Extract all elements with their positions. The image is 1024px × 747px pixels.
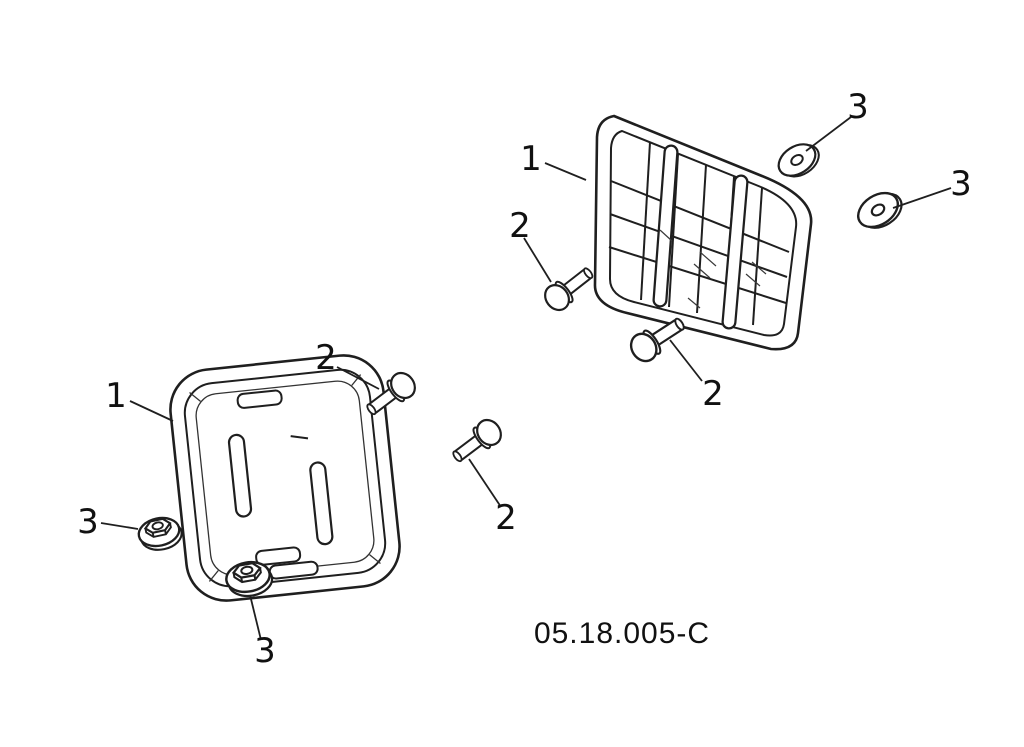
plate-tab-bottom: [255, 546, 302, 566]
grille-ribs: [652, 144, 749, 330]
leader-bolt-upper: [523, 237, 552, 283]
leader-lines: [100, 116, 952, 641]
plate-tab-top: [236, 389, 283, 409]
leader-back-plate: [129, 400, 174, 422]
carriage-bolt-back-lower: [446, 414, 507, 470]
carriage-bolt-upper: [539, 259, 600, 316]
leader-grille-plate: [544, 162, 587, 181]
callout-nut-bottom: 3: [254, 631, 276, 671]
callout-washer-top: 3: [847, 87, 869, 127]
callout-nut-left: 3: [77, 502, 99, 542]
callout-grille-plate: 1: [520, 139, 542, 179]
callout-bolt-back-lower: 2: [495, 498, 517, 538]
callout-bolt-grille-lower: 2: [702, 374, 724, 414]
back-weight-plate-drawing: [169, 354, 401, 602]
leader-nut-left: [100, 522, 139, 530]
callout-back-plate: 1: [105, 376, 127, 416]
leader-nut-bottom: [249, 594, 262, 641]
grille-hatching: [659, 229, 767, 309]
callout-bolt-back-upper: 2: [315, 338, 337, 378]
leader-bolt-grille-lower: [669, 339, 703, 382]
grille-weight-plate-drawing: [593, 114, 813, 351]
plate-slot-left: [227, 433, 253, 518]
flange-nut-left: [134, 512, 186, 555]
plate-slot-right: [309, 461, 334, 546]
leader-bolt-back-upper: [336, 366, 380, 390]
leader-washer-top: [805, 116, 852, 152]
plate-corner-ticks: [189, 374, 381, 582]
leader-washer-right: [892, 187, 952, 209]
callout-washer-right: 3: [950, 164, 972, 204]
washer-right: [850, 183, 909, 238]
leader-bolt-back-lower: [468, 458, 502, 508]
diagram-code: 05.18.005-C: [534, 617, 710, 650]
callout-bolt-upper: 2: [509, 206, 531, 246]
